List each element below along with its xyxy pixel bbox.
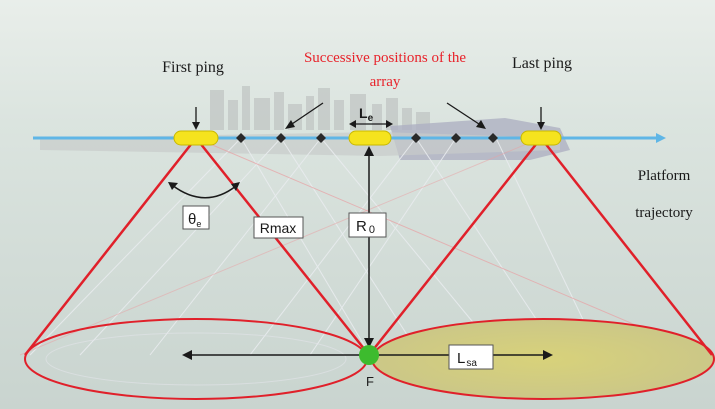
antenna-first-ping	[173, 130, 219, 146]
position-marker	[451, 133, 461, 143]
theta-label-main: θ	[188, 211, 196, 228]
last-ping-beam-left	[368, 137, 542, 356]
theta-arrow-right	[231, 182, 240, 191]
last-ping-arrowhead	[537, 122, 545, 130]
beam-edge-faint-right	[195, 137, 707, 356]
lsa-label-sub: sa	[466, 358, 477, 369]
lsa-label-box	[448, 344, 494, 370]
beam-edges	[24, 137, 713, 356]
le-label-sub: e	[368, 113, 374, 124]
successive-positions-label-line1: Successive positions of the	[304, 50, 466, 66]
rmax-label-box	[253, 216, 304, 239]
antenna-middle	[348, 130, 392, 146]
le-label-main: L	[359, 105, 368, 121]
position-marker	[488, 133, 498, 143]
positions-arrow-left	[288, 102, 324, 127]
last-ping-label: Last ping	[512, 55, 572, 72]
r0-arrow-bottom	[364, 338, 374, 348]
skyline-background	[210, 86, 430, 130]
footprint-inner-ring	[45, 332, 347, 386]
theta-label-box	[182, 205, 210, 230]
platform-label-line2: trajectory	[635, 205, 693, 221]
le-arrow-right	[386, 120, 393, 128]
position-marker	[276, 133, 286, 143]
theta-label-sub: e	[196, 219, 201, 229]
position-marker	[236, 133, 246, 143]
theta-label: θe	[188, 211, 201, 229]
lsa-arrow-right	[543, 350, 553, 360]
le-label: Le	[359, 105, 374, 124]
lsa-arrow-left	[182, 350, 192, 360]
last-ping-beam-right	[540, 137, 713, 356]
positions-arrowhead-right	[476, 120, 486, 129]
positions-arrowhead-left	[285, 120, 295, 129]
beam-edge-faint-left	[19, 137, 542, 356]
focus-label: F	[366, 374, 374, 389]
platform-label-line1: Platform	[638, 168, 691, 184]
position-marker	[411, 133, 421, 143]
successive-position-markers	[236, 133, 498, 143]
r0-label-main: R	[356, 218, 367, 235]
positions-arrow-right	[446, 102, 483, 127]
r0-label-sub: 0	[369, 224, 375, 236]
theta-arc	[171, 184, 237, 199]
antenna-last-ping	[520, 130, 562, 146]
first-ping-beam-right	[195, 137, 370, 356]
rmax-label: Rmax	[260, 220, 297, 236]
le-arrow-left	[349, 120, 356, 128]
r0-label-box	[348, 212, 387, 238]
first-ping-label: First ping	[162, 59, 224, 76]
r0-arrow-top	[364, 146, 374, 156]
target-point	[359, 345, 379, 365]
lsa-label: Lsa	[457, 350, 477, 369]
position-marker	[316, 133, 326, 143]
theta-arrow-left	[168, 182, 178, 190]
first-ping-arrowhead	[192, 122, 200, 130]
first-ping-beam-left	[24, 137, 197, 356]
lsa-label-main: L	[457, 350, 465, 367]
successive-positions-label-line2: array	[370, 74, 401, 90]
trajectory-arrowhead	[656, 133, 666, 143]
